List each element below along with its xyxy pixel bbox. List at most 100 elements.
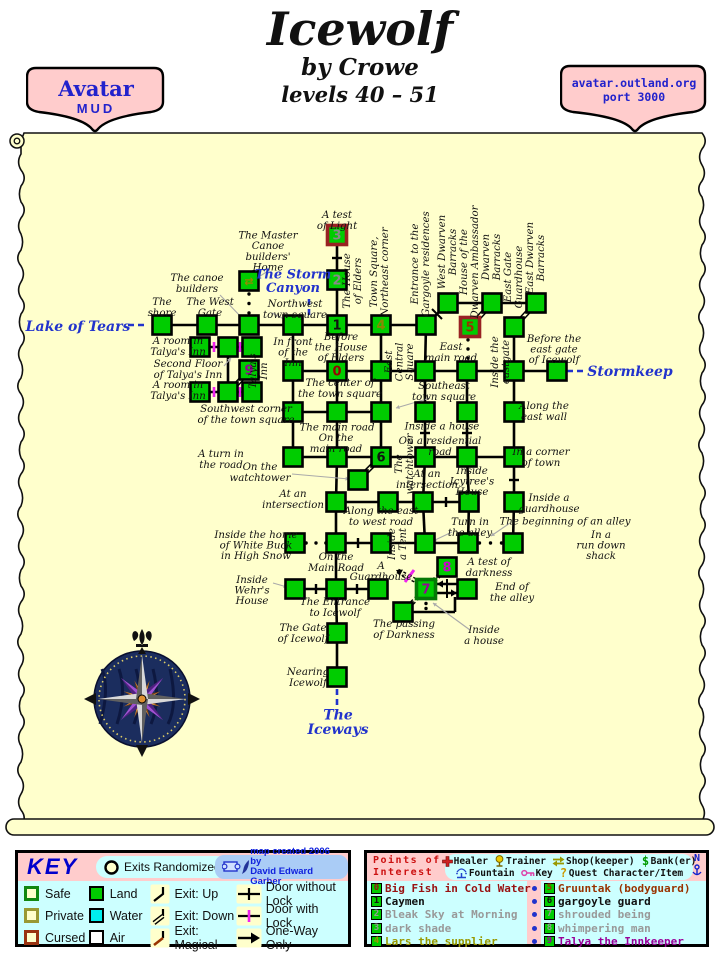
fountain-icon (455, 868, 467, 879)
map-label: Talya'sInn (248, 353, 270, 388)
exit-magical-icon (150, 928, 170, 947)
room-node (367, 578, 389, 600)
room-node (326, 666, 348, 688)
room-number: 7 (421, 583, 430, 598)
map-label: Entrance to theGargoyle residences (410, 211, 432, 316)
exits-randomized-label: Exits Randomized (124, 860, 221, 874)
compass-point (142, 699, 186, 705)
room-node (370, 532, 392, 554)
dotted-connection (424, 606, 428, 611)
room-node (196, 314, 218, 336)
dotted-connection (247, 292, 251, 296)
poi-item-label: Talya the Innkeeper (558, 934, 684, 948)
room-node (217, 336, 239, 358)
room-node (238, 270, 260, 292)
shop-glyph-icon: ⇄ (244, 275, 253, 288)
terrain-swatch (88, 886, 104, 901)
poi-number-badge: 1 (371, 896, 382, 908)
poi-number-badge: 7 (544, 909, 555, 921)
map-label: East DwarvenBarracks (525, 222, 547, 295)
room-node (437, 292, 459, 314)
levels-line: levels 40 – 51 (281, 82, 439, 107)
room-node (325, 223, 349, 247)
room-number: 3 (332, 229, 341, 244)
poi-service-trainer-lamp: Trainer (494, 855, 546, 867)
map-credit: map created 2006 by David Edward Garber (215, 846, 348, 887)
room-node (325, 491, 347, 513)
poi-service-key: Key (520, 868, 553, 879)
room-number: 9 (244, 364, 253, 379)
badge-mud-sub: MUD (76, 101, 116, 116)
label-pointer (432, 531, 453, 542)
room-node (503, 491, 525, 513)
room-node (282, 446, 304, 468)
room-node (325, 578, 347, 600)
room-node (326, 446, 348, 468)
map-label: Lake of Tears (25, 319, 131, 335)
key-door-type: Door without Lock (236, 880, 346, 908)
label-pointer (432, 602, 471, 631)
room-node (370, 360, 392, 382)
map-label: EastCentralSquare (384, 343, 416, 382)
poi-item-label: Bleak Sky at Morning (385, 908, 518, 922)
dotted-connection (466, 347, 470, 351)
dotted-connection (314, 541, 318, 545)
healer-cross-icon (441, 855, 453, 867)
room-node (546, 360, 568, 382)
room-node (412, 491, 434, 513)
room-node (326, 269, 348, 291)
quest-question-icon: ? (560, 867, 567, 879)
poi-number-badge: 9 (544, 935, 555, 947)
key-title: KEY (27, 854, 79, 879)
room-node (436, 556, 458, 578)
page-title: Icewolf (266, 2, 454, 56)
poi-number-badge: 0 (371, 883, 382, 895)
avatar-mud-badge: Avatar MUD (26, 66, 166, 138)
key-terrain: Land (88, 886, 151, 901)
compass-texture (115, 668, 124, 725)
compass-east-pointer (188, 693, 200, 705)
compass-point (98, 699, 142, 705)
key-door-type: One-Way Only (236, 924, 346, 952)
room-node (326, 401, 348, 423)
exit-up-icon (150, 884, 170, 903)
room-number: 2 (332, 274, 341, 289)
map-label: Town Square,Northeast corner (369, 226, 391, 318)
room-node (457, 532, 479, 554)
compass-point (136, 699, 142, 743)
room-node (525, 292, 547, 314)
poi-service-healer-cross: Healer (441, 855, 488, 867)
